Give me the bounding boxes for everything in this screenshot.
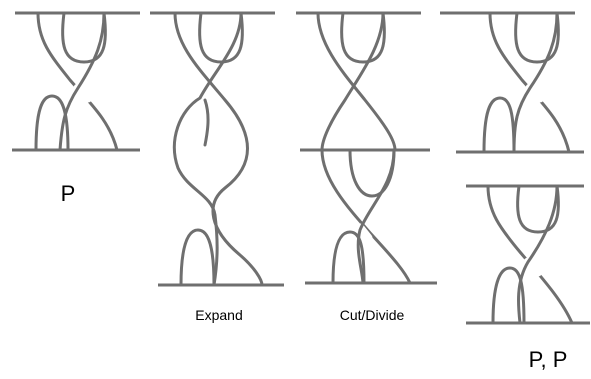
strand-cap-top [514, 11, 560, 64]
strand-cap-bottom [482, 96, 516, 154]
strand-cap-bottom [34, 94, 70, 152]
strand-twist-right [488, 11, 571, 154]
label-p-p: P, P [529, 347, 568, 372]
strand-lower-right [320, 148, 412, 285]
panel-p [12, 11, 140, 152]
panel-p-p [440, 11, 590, 325]
strand-twist-right [36, 11, 119, 152]
strand-cap-middle [348, 148, 396, 198]
strand-twist-left [517, 184, 559, 325]
strand-lower-left [356, 148, 396, 285]
strand-cap-top [516, 184, 560, 234]
strand-cap-top [198, 11, 244, 64]
label-p: P [61, 181, 76, 206]
strand-cap-top [61, 11, 107, 64]
panel-expand [150, 11, 284, 287]
tangle-copy-upper [440, 11, 584, 154]
strand-long-right [173, 11, 264, 287]
strand-twist-left [58, 11, 106, 152]
label-expand: Expand [195, 307, 242, 323]
strand-cap-top [340, 11, 386, 64]
label-cut-divide: Cut/Divide [340, 307, 405, 323]
strand-long-left [173, 11, 243, 287]
panel-cut-divide [296, 11, 437, 285]
strand-cap-bottom [491, 266, 526, 325]
tangle-copy-lower [466, 184, 590, 325]
strand-upper-left [320, 11, 385, 152]
strand-cap-bottom [331, 230, 366, 285]
strand-cap-bottom [179, 228, 216, 287]
strand-twist-left [512, 11, 559, 154]
strand-upper-right [316, 11, 397, 152]
strand-twist-right [486, 184, 574, 325]
strand-inner-loop [203, 98, 210, 147]
